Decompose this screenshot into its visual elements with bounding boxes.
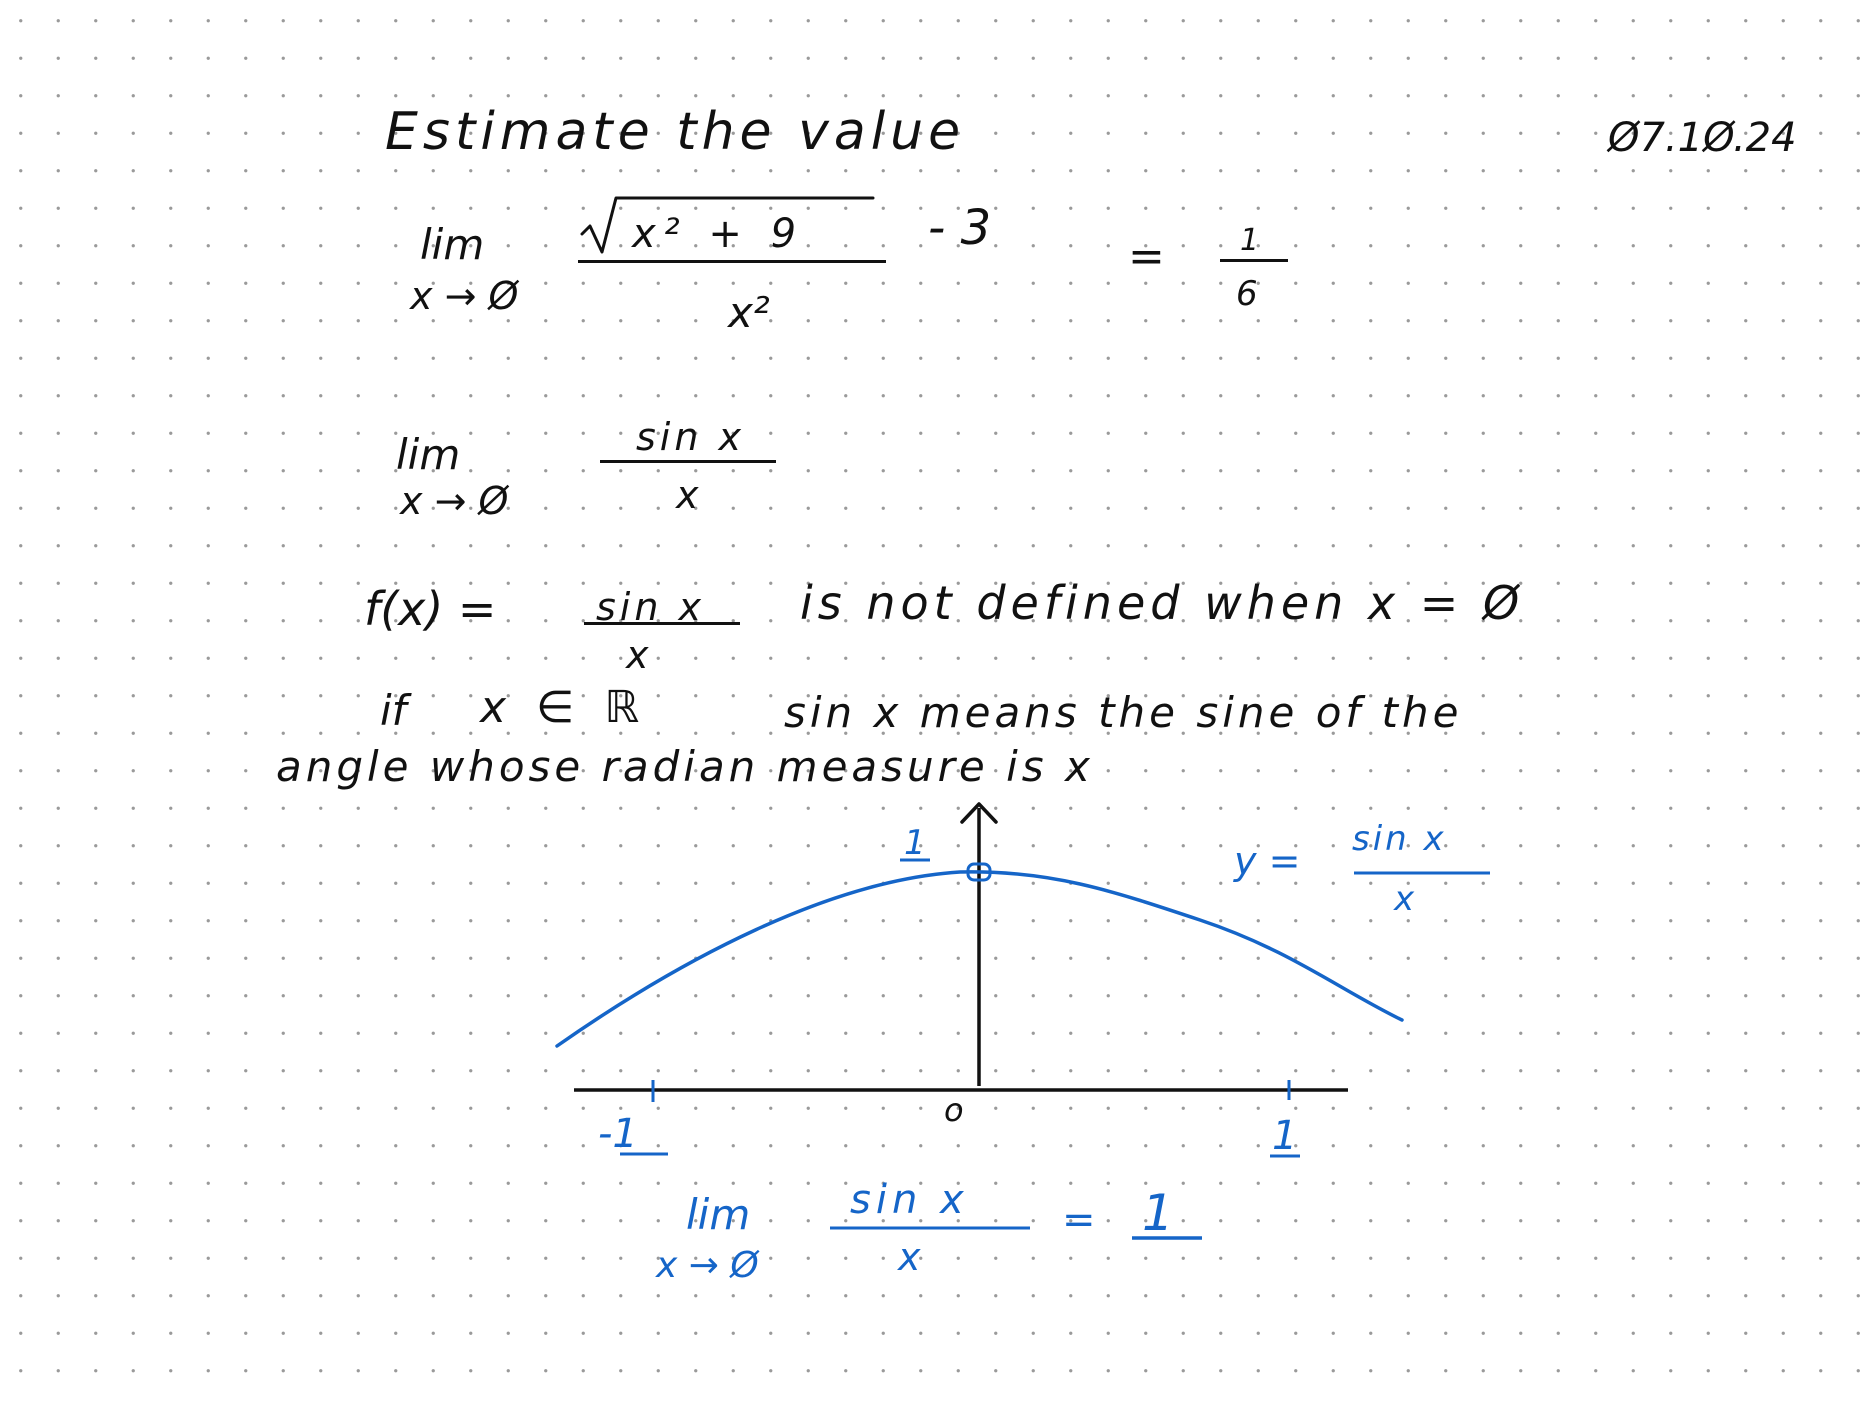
origin-label: o [944,1091,964,1129]
fraction-bar [600,460,776,463]
result-numerator: 1 [1240,223,1260,258]
equals-sign: = [1128,231,1165,282]
sinx-curve [555,870,1404,1048]
denominator: x² [728,288,770,337]
lim-approach: x → Ø [410,274,519,318]
heading: Estimate the value [385,102,966,162]
lim-approach: x → Ø [656,1245,759,1286]
equals-sign: = [1062,1197,1096,1243]
curve-label-lhs: y = [1234,839,1301,883]
denominator: x [626,633,649,677]
lim-approach: x → Ø [400,479,509,523]
denominator: x [898,1235,921,1279]
x-tick-right-label: 1 [1272,1113,1298,1159]
explanation-line1: sin x means the sine of the [784,688,1463,737]
result-denominator: 6 [1236,274,1258,314]
date: Ø7.1Ø.24 [1608,115,1797,161]
y-tick-label: 1 [904,823,926,863]
curve-label-numerator: sin x [1352,819,1447,859]
lim-label: lim [420,220,485,269]
y-axis [960,802,998,1086]
explanation-line2: angle whose radian measure is x [276,742,1094,791]
fraction-bar [584,622,740,625]
function-lhs: f(x) = [364,582,497,636]
lim-label: lim [686,1190,751,1239]
numerator-rest: - 3 [928,200,992,256]
fraction-bar [578,260,886,263]
explanation-set: x ∈ ℝ [480,682,648,733]
denominator: x [676,473,699,517]
hole-marker [966,862,992,882]
lim-label: lim [396,430,461,479]
explanation-if: if [380,686,407,735]
numerator: sin x [636,415,746,459]
numerator: sin x [850,1177,969,1223]
numerator: sin x [596,585,706,629]
definition-rest: is not defined when x = Ø [800,576,1525,630]
result-fraction-bar [1220,259,1288,262]
radical-sign [580,196,875,254]
radicand: x² + 9 [632,211,805,257]
curve-label-denominator: x [1394,879,1415,919]
x-tick-left-label: -1 [598,1111,638,1157]
result: 1 [1142,1184,1174,1242]
